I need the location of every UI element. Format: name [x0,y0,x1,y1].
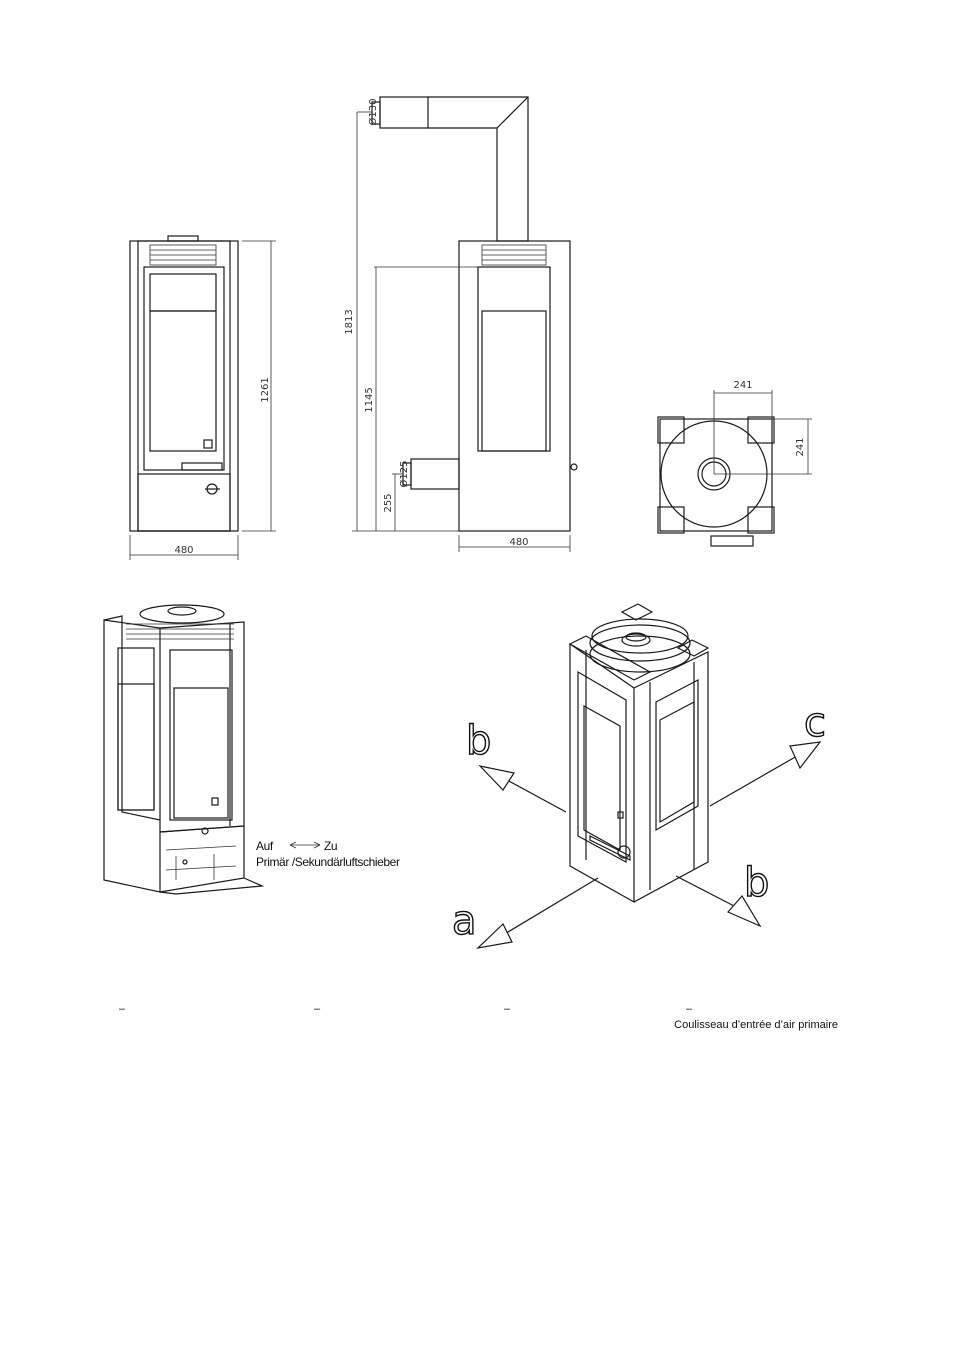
perspective-slider-view [103,604,265,895]
side-width-dim: 480 [509,537,528,548]
axis-label-b-left: b [466,718,491,764]
top-diameter-dim: Ø130 [367,99,379,126]
perspective-axes-view [476,603,822,949]
front-width-dim: 480 [174,545,193,556]
outlet-height-dim: 255 [383,493,394,512]
slider-annotation: Auf Zu Primär /Sekundärluftschieber [256,839,400,869]
arrow-b-right [727,894,762,928]
side-view: Ø130 Ø125 1813 1145 255 480 [344,96,578,552]
arrow-b-left [478,765,515,791]
top-view: 241 241 [657,380,812,547]
caption-dash-2: – [314,1003,321,1015]
slider-open-label: Auf [256,839,274,853]
caption-dash-4: – [686,1003,693,1015]
double-arrow-icon [289,841,321,849]
arrow-c [789,741,822,770]
axis-label-a: a [452,898,477,944]
slider-name-label: Primär /Sekundärluftschieber [256,855,400,869]
offset-y-dim: 241 [795,437,806,456]
caption-dash-3: – [504,1003,511,1015]
front-view: 480 1261 [129,235,276,560]
axis-label-b-right: b [744,860,769,906]
total-height-dim: 1813 [344,309,355,334]
flue-height-dim: 1145 [364,387,375,412]
caption-dash-1: – [119,1003,126,1015]
arrow-a [476,923,513,949]
slider-close-label: Zu [324,839,337,853]
front-height-dim: 1261 [260,377,271,402]
caption-french: Coulisseau d’entrée d’air primaire [674,1019,838,1031]
axis-label-c: c [804,700,826,746]
offset-x-dim: 241 [733,380,752,391]
rear-diameter-dim: Ø125 [398,461,410,488]
